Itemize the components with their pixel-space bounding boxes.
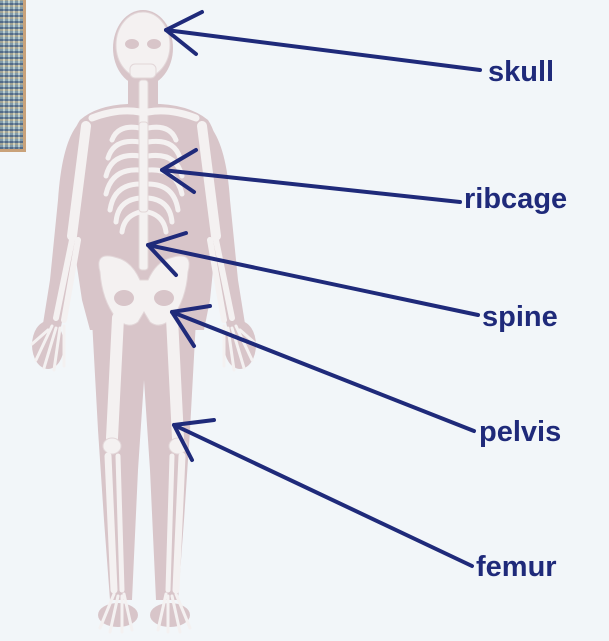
skull-arrow — [166, 12, 480, 70]
skull-label: skull — [488, 58, 554, 87]
femur-bone — [112, 318, 118, 438]
femur-label: femur — [476, 553, 557, 582]
pelvis-label: pelvis — [479, 418, 561, 447]
spine-label: spine — [482, 303, 558, 332]
pelvis-arrow — [172, 306, 474, 431]
ribcage-label: ribcage — [464, 185, 567, 214]
femur-arrow — [174, 420, 472, 566]
